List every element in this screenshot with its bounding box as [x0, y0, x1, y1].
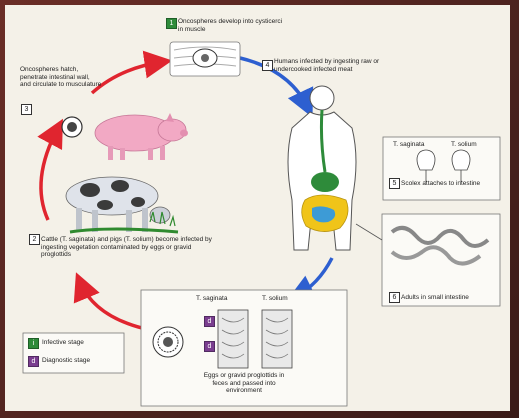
- stage-1-number: 1: [166, 18, 177, 29]
- stage-2-number: 2: [29, 234, 40, 245]
- arrow-eggs-to-cattle: [80, 282, 150, 330]
- eggs-solium-label: T. solium: [262, 295, 288, 303]
- legend-infective-label: Infective stage: [42, 339, 84, 346]
- eggs-label: Eggs or gravid proglottids in feces and …: [196, 372, 292, 395]
- legend-infective-swatch: i: [28, 338, 39, 349]
- pig: [95, 113, 188, 160]
- stage-6-number: 6: [389, 292, 400, 303]
- oncosphere: [62, 117, 82, 137]
- stage-6-label: Adults in small intestine: [401, 294, 497, 302]
- arrow-cattle-to-oncosphere: [41, 128, 58, 220]
- stage-3-number: 3: [21, 104, 32, 115]
- legend-diagnostic-label: Diagnostic stage: [42, 357, 90, 364]
- stage-1-label: Oncospheres develop into cysticerci in m…: [178, 18, 288, 33]
- arrow-pig-to-cyst: [92, 62, 162, 93]
- legend-diagnostic-swatch: d: [28, 356, 39, 367]
- stage-2-label: Cattle (T. saginata) and pigs (T. solium…: [41, 236, 223, 259]
- adults-pointer: [356, 224, 382, 240]
- stage-4-label: Humans infected by ingesting raw or unde…: [274, 58, 386, 73]
- cysticercus-in-muscle: [170, 42, 240, 76]
- eggs-diagnostic-number-1: d: [204, 316, 215, 327]
- stage-5-number: 5: [389, 178, 400, 189]
- stage-3-label: Oncospheres hatch, penetrate intestinal …: [20, 66, 102, 89]
- stage-5-label: Scolex attaches to intestine: [401, 180, 497, 188]
- scolex-solium-label: T. solium: [451, 141, 477, 149]
- human-figure: [288, 86, 356, 250]
- eggs-saginata-label: T. saginata: [196, 295, 227, 303]
- scolex-saginata-label: T. saginata: [393, 141, 424, 149]
- stage-4-number: 4: [262, 60, 273, 71]
- cow: [66, 177, 178, 232]
- eggs-diagnostic-number-2: d: [204, 341, 215, 352]
